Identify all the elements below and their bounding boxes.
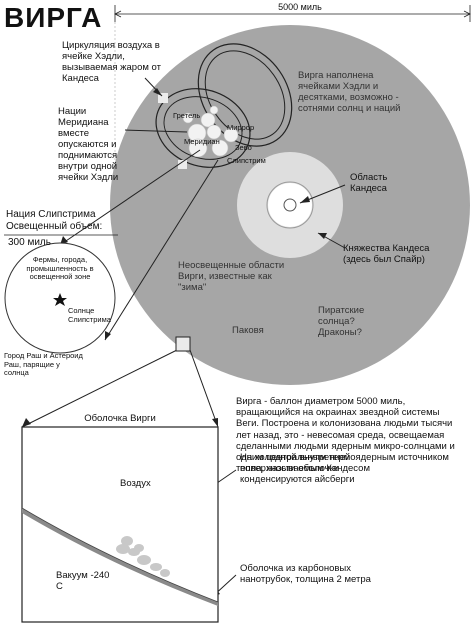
- arrowhead-principality: [318, 233, 327, 239]
- sun-6: [223, 127, 239, 143]
- iceberg-6: [134, 544, 144, 552]
- flow-marker-2: [178, 160, 187, 169]
- arrowhead-slipstream-bottom: [105, 331, 111, 340]
- hadley-circulation-label: Циркуляция воздуха в ячейке Хэдли, вызыв…: [62, 40, 161, 84]
- slipstream-sun-label: Солнце Слипстрима: [68, 306, 111, 324]
- virga-description: Вирга - баллон диаметром 5000 миль, вращ…: [236, 396, 455, 475]
- flow-marker-1: [158, 93, 168, 103]
- iceberg-1: [116, 544, 130, 554]
- cell-label-mirror: Миррор: [227, 123, 255, 132]
- iceberg-4: [137, 555, 151, 565]
- shell-title: Оболочка Вирги: [84, 413, 156, 424]
- iceberg-7: [160, 569, 170, 577]
- arrowhead-candes: [300, 196, 310, 203]
- scale-label: 5000 миль: [278, 2, 322, 12]
- cell-label-slipstream: Слипстрим: [227, 156, 266, 165]
- shell-inner-surface: [21, 507, 219, 603]
- candes-core: [268, 183, 312, 227]
- slipstream-nation-label: Нация Слипстрима: [6, 209, 96, 220]
- lit-volume-label: Освещенный объем:: [6, 221, 103, 232]
- candes-sun: [283, 198, 297, 212]
- candes-region-label: Область Кандеса: [350, 172, 388, 194]
- leader-meridian: [124, 129, 188, 133]
- sun-7: [182, 112, 194, 124]
- connector-shell-left: [21, 349, 178, 428]
- slipstream-sun-star-icon: [53, 293, 67, 306]
- sun-2: [200, 112, 216, 128]
- rush-city-label: Город Раш и Астероид Раш, парящие у солн…: [4, 351, 83, 377]
- sun-3: [206, 124, 222, 140]
- connector-slipstream-top: [59, 149, 201, 246]
- icebergs-label: На холодной внутренней поверхности оболо…: [240, 452, 355, 485]
- meridian-suns: [182, 105, 239, 158]
- connector-slipstream-bottom: [104, 159, 219, 341]
- virga-cells-label: Вирга наполнена ячейками Хэдли и десятка…: [298, 70, 401, 114]
- farms-label: Фермы, города, промышленность в освещенн…: [26, 255, 94, 281]
- vacuum-label: Вакуум -240 С: [56, 570, 110, 592]
- pack-label: Паковя: [232, 325, 264, 336]
- meridian-nations-label: Нации Меридиана вместе опускаются и подн…: [58, 106, 119, 183]
- hadley-cell-meridian: [155, 88, 251, 168]
- arrowhead-hadley: [153, 88, 162, 96]
- iceberg-5: [150, 563, 162, 571]
- lit-volume-size: 300 миль: [8, 237, 51, 248]
- arrowhead-shell-left: [22, 418, 31, 427]
- shell-layer: [22, 508, 218, 606]
- hadley-cell-meridian-inner: [163, 96, 243, 160]
- candes-ring: [266, 181, 314, 229]
- arrowhead-shell-right: [212, 418, 218, 427]
- air-label: Воздух: [120, 478, 151, 489]
- shell-zoom-marker: [175, 336, 191, 352]
- icebergs: [116, 536, 170, 577]
- cell-label-zevo: Зево: [235, 143, 252, 152]
- page-title: ВИРГА: [4, 2, 103, 33]
- hadley-cell-north-inner: [204, 50, 286, 140]
- sun-5: [211, 139, 229, 157]
- sun-4: [188, 138, 208, 158]
- candes-principality-label: Княжества Кандеса (здесь был Спайр): [343, 243, 430, 265]
- scale-arrow-right: [463, 10, 471, 18]
- cell-label-meridian: Меридиан: [184, 137, 220, 146]
- sun-8: [209, 105, 219, 115]
- shell-material-label: Оболочка из карбоновых нанотрубок, толщи…: [240, 563, 371, 585]
- iceberg-3: [121, 536, 133, 546]
- scale-arrow-left: [114, 10, 122, 18]
- pirate-suns-label: Пиратские солнца? Драконы?: [318, 305, 365, 338]
- connector-shell-right: [189, 349, 219, 428]
- cell-label-gretel: Гретель: [173, 111, 201, 120]
- unlit-regions-label: Неосвещенные области Вирги, известные ка…: [178, 260, 285, 293]
